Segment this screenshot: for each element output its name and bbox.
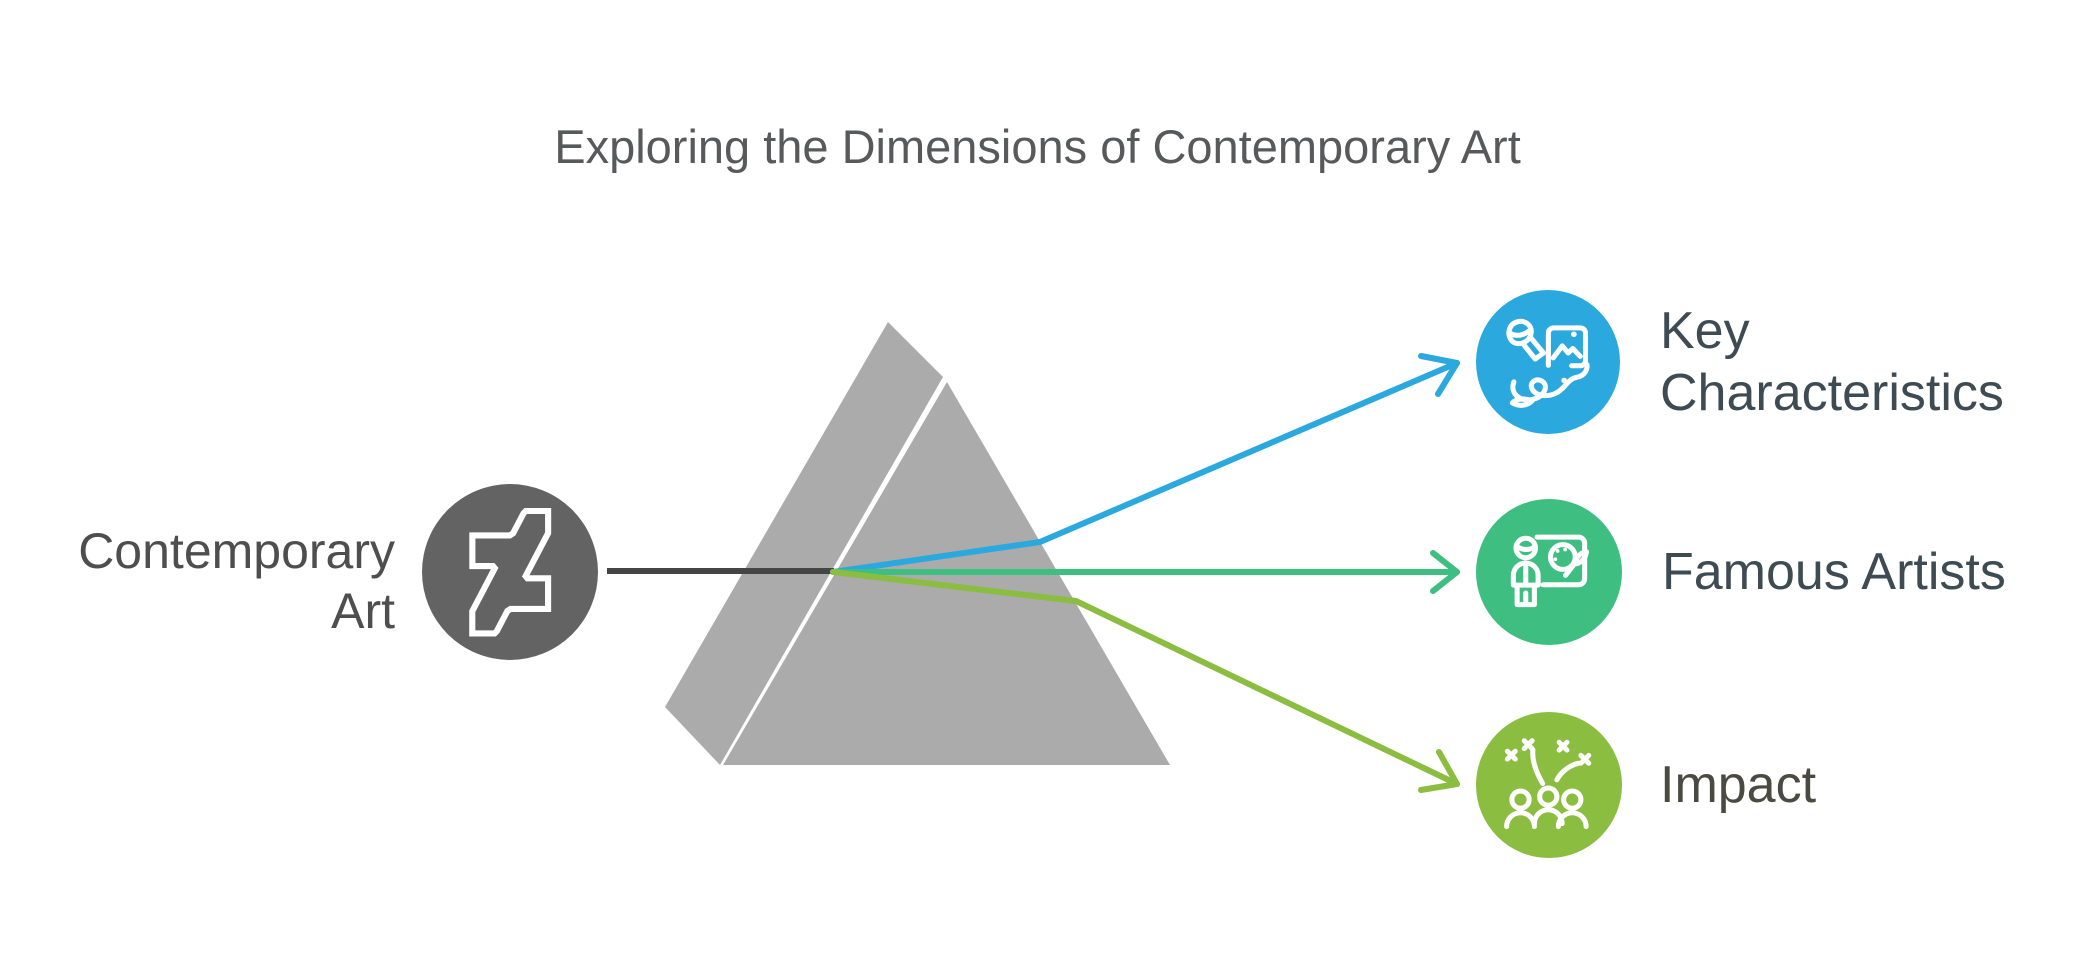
palette-brush: [1562, 549, 1590, 578]
firework-sparkle: [1521, 738, 1535, 752]
paint-leaf: [1509, 396, 1535, 408]
brush-handle: [1519, 334, 1547, 362]
swirl-dot: [1561, 377, 1567, 384]
person-shoulders: [1555, 810, 1589, 830]
node-contemporary-art: [422, 484, 598, 660]
firework-sparkle: [1504, 748, 1518, 762]
impact-circle: [1476, 712, 1622, 858]
people-celebrating-fireworks-icon: [1504, 738, 1592, 830]
palette-dot: [1563, 547, 1567, 552]
arrowhead: [1430, 550, 1460, 594]
artist-legs: [1514, 582, 1537, 608]
ray-impact: [830, 569, 1460, 793]
arrowhead: [1418, 749, 1460, 793]
artist-presenting-palette-icon: [1510, 534, 1590, 608]
firework-sparkle: [1578, 752, 1592, 766]
label-contemporary-art-line2: Art: [331, 583, 395, 639]
node-impact: [1476, 712, 1622, 858]
famous-artists-circle: [1476, 499, 1622, 645]
firework-trail: [1530, 747, 1546, 787]
person-head: [1561, 788, 1584, 811]
ray-key-characteristics: [830, 353, 1460, 575]
painting-frame-and-brush-icon: [1506, 318, 1590, 408]
ray-line: [830, 360, 1460, 575]
artist-beret: [1513, 543, 1538, 552]
brush-band: [1507, 326, 1534, 338]
prism: [665, 322, 1170, 765]
person-head: [1537, 785, 1560, 808]
label-key-line2: Characteristics: [1660, 364, 2004, 422]
node-famous-artists: [1476, 499, 1622, 645]
person-head: [1509, 788, 1532, 811]
label-famous-artists: Famous Artists: [1662, 543, 2006, 601]
label-key-line1: Key: [1660, 302, 1750, 360]
arrowhead: [1418, 353, 1460, 397]
brush-tip: [1506, 318, 1534, 347]
ray-line: [830, 569, 1460, 787]
label-key-characteristics: Key Characteristics: [1660, 300, 2004, 424]
node-key-characteristics: [1476, 290, 1620, 434]
frame-mountains: [1550, 343, 1583, 361]
palette-dot: [1555, 549, 1560, 553]
prism-left-facet: [665, 322, 943, 765]
frame-sun-dot: [1571, 331, 1577, 338]
ray-famous-artists: [830, 550, 1460, 594]
firework-trail: [1554, 760, 1582, 783]
firework-sparkle: [1556, 739, 1570, 753]
source-circle: [422, 484, 598, 660]
deviantart-icon: [469, 507, 552, 637]
picture-frame: [1545, 325, 1589, 369]
label-contemporary-art-line1: Contemporary: [78, 523, 395, 579]
palette-dot: [1553, 557, 1558, 562]
label-impact: Impact: [1660, 756, 1817, 814]
label-contemporary-art: Contemporary Art: [78, 521, 395, 641]
page-title: Exploring the Dimensions of Contemporary…: [554, 120, 1521, 173]
